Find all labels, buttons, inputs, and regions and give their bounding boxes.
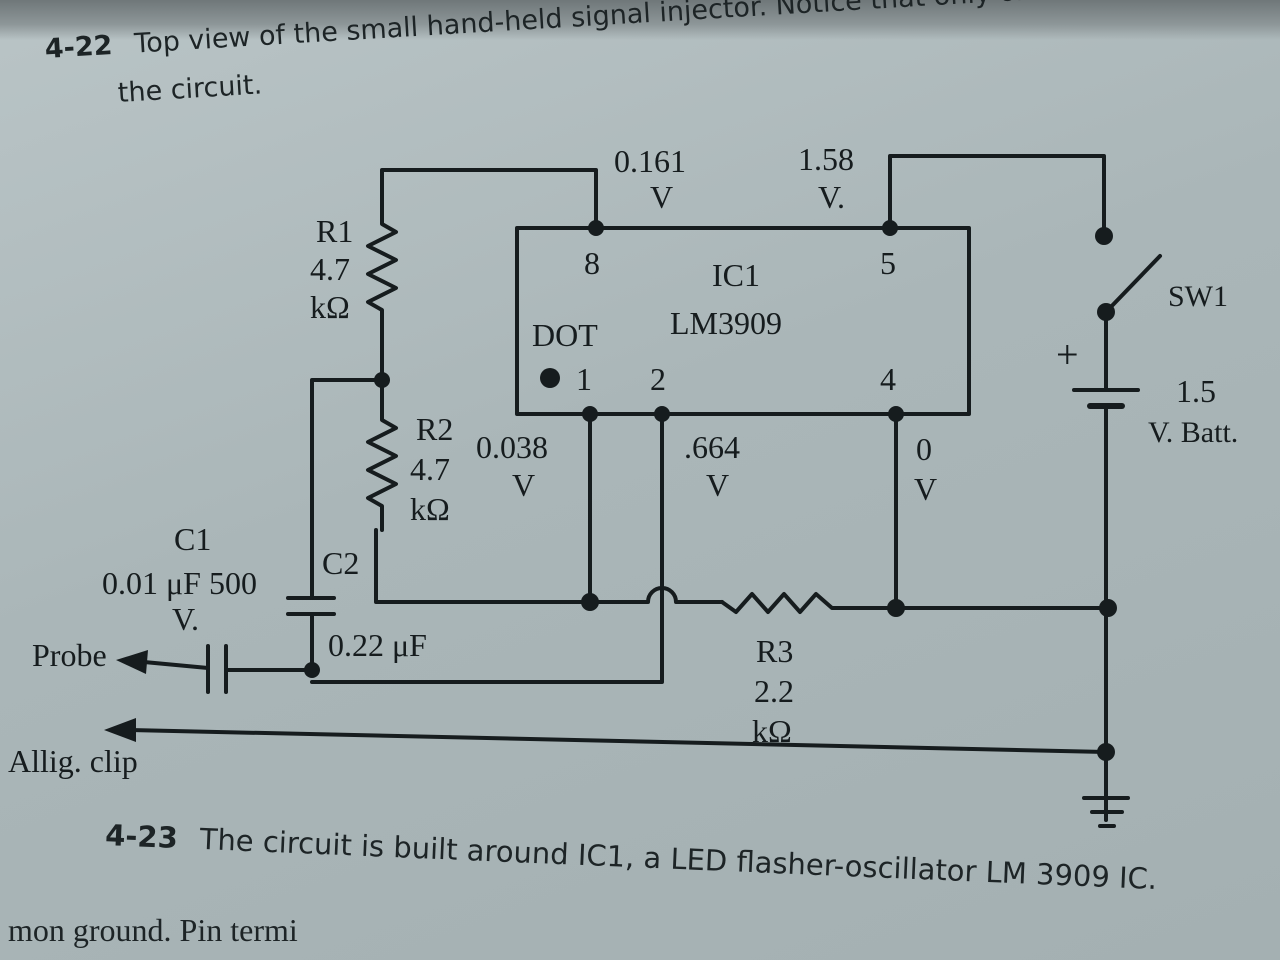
junction-pin2 <box>654 406 670 422</box>
c2-value: 0.22 μF <box>328 627 427 663</box>
r2-name: R2 <box>416 411 453 447</box>
r2-value: 4.7 <box>410 451 450 487</box>
wire-r2-bottom <box>374 528 592 604</box>
figure-4-23-number: 4-23 <box>104 818 179 856</box>
ic1-body <box>515 226 971 416</box>
r1-unit: kΩ <box>310 289 350 325</box>
junction-pin5 <box>882 220 898 236</box>
r3-name: R3 <box>756 633 793 669</box>
ic1-pin2-label: 2 <box>650 361 666 397</box>
c1-value: 0.01 μF 500 <box>102 565 257 601</box>
pin5-voltage-unit: V. <box>818 179 845 215</box>
wire-junction-c2 <box>310 378 384 598</box>
pin4-voltage-unit: V <box>914 471 937 507</box>
r3-value: 2.2 <box>754 673 794 709</box>
wire-pin8-r1 <box>380 168 598 230</box>
pin2-voltage-unit: V <box>706 467 729 503</box>
c2-name: C2 <box>322 545 359 581</box>
r2-unit: kΩ <box>410 491 450 527</box>
pin2-voltage-value: .664 <box>684 429 740 465</box>
junction-pin8 <box>588 220 604 236</box>
battery-plus-sign: + <box>1056 332 1079 377</box>
ic1-pin8-label: 8 <box>584 245 600 281</box>
wire-pin2 <box>310 412 664 684</box>
junction-pin4-bottom <box>887 599 905 617</box>
c1-unit: V. <box>172 601 199 637</box>
ic1-pin4-label: 4 <box>880 361 896 397</box>
ic1-pin5-label: 5 <box>880 245 896 281</box>
ic1-dot-label: DOT <box>532 317 598 353</box>
battery-value: 1.5 <box>1176 373 1216 409</box>
sw1-blade <box>1104 254 1162 314</box>
pin1-voltage-value: 0.038 <box>476 429 548 465</box>
junction-pin4 <box>888 406 904 422</box>
sw1-name: SW1 <box>1168 280 1228 313</box>
pin4-voltage-value: 0 <box>916 431 932 467</box>
sw1-contact-bottom <box>1097 303 1115 321</box>
wire-alligator-clip <box>128 728 1108 754</box>
wire-pin5-sw1 <box>888 154 1106 236</box>
ic1-pin1-label: 1 <box>576 361 592 397</box>
probe-arrow-icon <box>116 650 148 674</box>
r1-value: 4.7 <box>310 251 350 287</box>
junction-c2-probe <box>304 662 320 678</box>
pin8-voltage-value: 0.161 <box>614 143 686 179</box>
alligator-clip-label: Allig. clip <box>8 743 138 779</box>
junction-ground-rail <box>1099 599 1117 617</box>
wire-probe <box>142 660 210 670</box>
battery-unit: V. Batt. <box>1148 416 1238 449</box>
c1-name: C1 <box>174 521 211 557</box>
probe-label: Probe <box>32 637 107 673</box>
ic1-name: IC1 <box>712 257 760 293</box>
ic1-part: LM3909 <box>670 305 782 341</box>
r3-resistor <box>720 592 898 614</box>
page-top-shadow <box>0 0 1280 40</box>
pin5-voltage-value: 1.58 <box>798 141 854 177</box>
r3-unit: kΩ <box>752 713 792 749</box>
junction-pin1-bottom <box>581 593 599 611</box>
junction-r1-r2 <box>374 372 390 388</box>
r1-name: R1 <box>316 213 353 249</box>
sw1-contact-top <box>1095 227 1113 245</box>
body-text-fragment: mon ground. Pin termi <box>8 912 298 948</box>
ground-symbol <box>1082 796 1130 828</box>
pin1-voltage-unit: V <box>512 467 535 503</box>
r2-resistor <box>366 378 398 532</box>
junction-clip <box>1097 743 1115 761</box>
r1-resistor <box>366 216 398 382</box>
clip-arrow-icon <box>104 718 136 742</box>
junction-pin1 <box>582 406 598 422</box>
ic1-dot-marker <box>540 368 560 388</box>
wire-r3-left <box>588 586 724 604</box>
pin8-voltage-unit: V <box>650 179 673 215</box>
